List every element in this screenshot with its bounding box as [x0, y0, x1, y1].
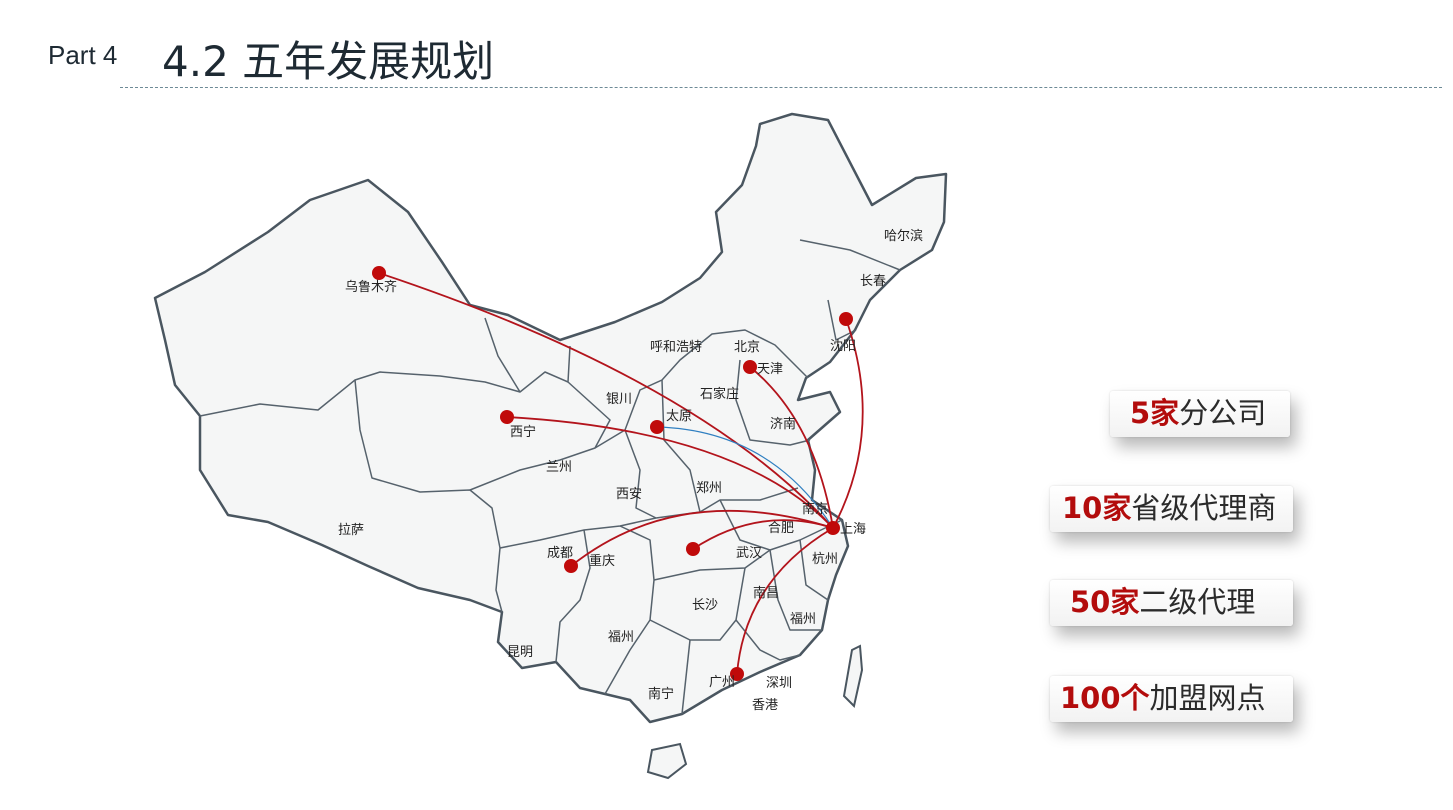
province-borders [199, 239, 901, 715]
dot-taiyuan [650, 420, 664, 434]
label-guangzhou: 广州 [709, 675, 735, 690]
label-shijiazhuang: 石家庄 [700, 386, 739, 402]
label-hefei: 合肥 [768, 521, 794, 536]
label-beijing: 北京 [734, 340, 760, 355]
label-shenzhen: 深圳 [766, 676, 792, 691]
label-shenyang: 沈阳 [830, 339, 856, 354]
route-urumqi [378, 272, 834, 529]
label-kunming: 昆明 [507, 645, 533, 660]
label-changsha: 长沙 [692, 598, 718, 613]
map-outline [153, 112, 948, 724]
hainan-island [646, 742, 688, 780]
route-shenyang [832, 318, 864, 529]
dot-shanghai [826, 521, 840, 535]
dot-guangzhou [730, 667, 744, 681]
label-jinan: 济南 [770, 416, 796, 432]
label-hohhot: 呼和浩特 [650, 340, 702, 355]
label-lhasa: 拉萨 [338, 523, 364, 538]
city-labels: 哈尔滨 长春 乌鲁木齐 沈阳 呼和浩特 北京 天津 银川 石家庄 太原 西宁 济… [338, 228, 923, 713]
taiwan-island [842, 644, 864, 708]
part-label: Part 4 [48, 40, 118, 70]
label-chongqing: 重庆 [589, 553, 615, 569]
route-lines [378, 272, 864, 675]
label-fuzhou-west: 福州 [608, 630, 634, 645]
stat-text: 加盟网点 [1149, 681, 1266, 715]
route-chengdu [570, 509, 834, 567]
label-xian: 西安 [616, 487, 642, 502]
stat-text: 二级代理 [1139, 585, 1256, 619]
dot-shenyang [839, 312, 853, 326]
route-guangzhou [736, 527, 834, 675]
page-title: 4.2 五年发展规划 [162, 37, 495, 86]
title-divider [120, 87, 1442, 88]
label-shanghai: 上海 [840, 522, 866, 537]
label-changchun: 长春 [860, 274, 886, 289]
label-taiyuan: 太原 [666, 409, 692, 424]
stat-number: 5家 [1130, 396, 1180, 430]
route-taiyuan [656, 426, 834, 529]
label-tianjin: 天津 [757, 362, 783, 377]
label-urumqi: 乌鲁木齐 [345, 279, 397, 295]
dot-tianjin [743, 360, 757, 374]
dot-urumqi [372, 266, 386, 280]
label-wuhan: 武汉 [736, 546, 762, 561]
label-nanchang: 南昌 [753, 585, 779, 601]
stat-number: 100个 [1060, 681, 1150, 715]
dot-wuhan [686, 542, 700, 556]
city-dots [372, 266, 853, 681]
stat-secondary-agents: 50家二级代理 [1050, 580, 1293, 626]
stat-franchise-outlets: 100个加盟网点 [1050, 676, 1293, 722]
label-nanjing: 南京 [802, 501, 828, 517]
stat-text: 分公司 [1179, 396, 1267, 430]
route-tianjin [749, 366, 834, 529]
stat-number: 10家 [1062, 491, 1132, 525]
label-lanzhou: 兰州 [546, 460, 572, 475]
label-nanning: 南宁 [648, 686, 674, 702]
stat-branch-offices: 5家分公司 [1110, 391, 1290, 437]
label-hongkong: 香港 [752, 698, 778, 713]
stat-text: 省级代理商 [1131, 491, 1277, 525]
label-chengdu: 成都 [547, 546, 573, 561]
route-wuhan [692, 519, 834, 550]
label-hangzhou: 杭州 [812, 552, 838, 567]
label-yinchuan: 银川 [606, 392, 632, 407]
label-xining: 西宁 [510, 424, 536, 440]
stat-number: 50家 [1070, 585, 1140, 619]
stat-provincial-agents: 10家省级代理商 [1050, 486, 1293, 532]
route-xining [506, 416, 834, 529]
dot-xining [500, 410, 514, 424]
dot-chengdu [564, 559, 578, 573]
label-harbin: 哈尔滨 [884, 228, 923, 244]
label-fuzhou-east: 福州 [790, 612, 816, 627]
label-zhengzhou: 郑州 [696, 481, 722, 496]
